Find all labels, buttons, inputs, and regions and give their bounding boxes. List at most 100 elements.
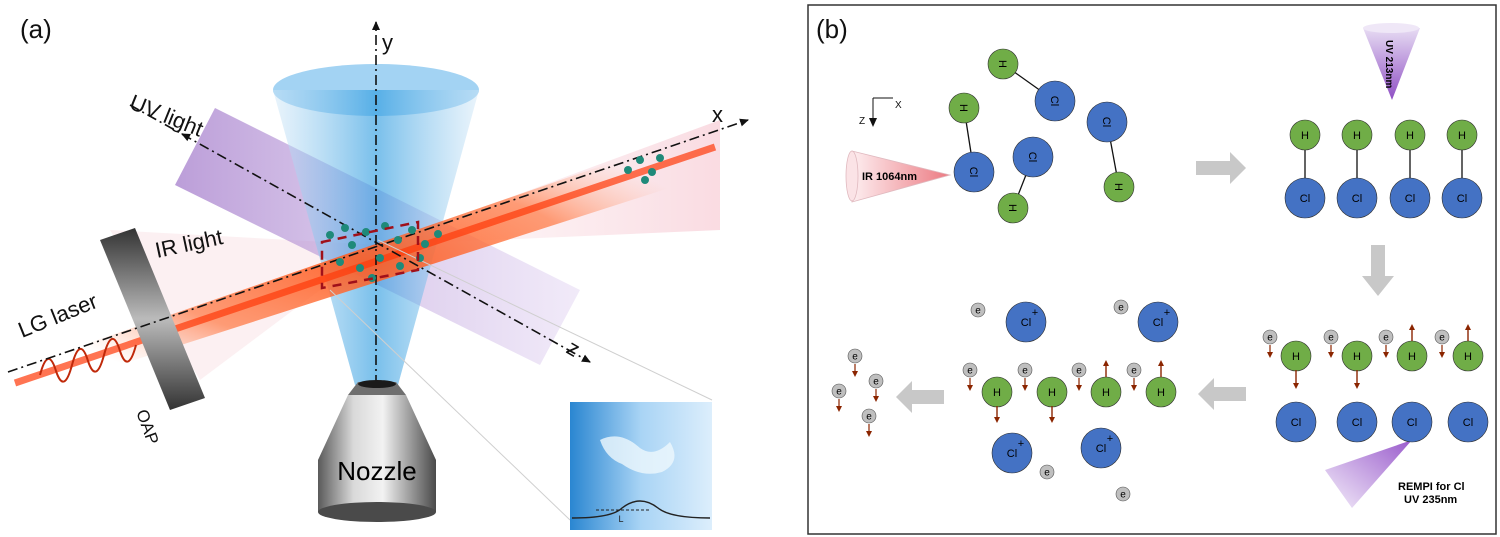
electron-ion-2: e (1017, 362, 1033, 391)
process-arrows (896, 152, 1394, 413)
uv-213-cone (1363, 28, 1420, 100)
electron-free-1-label: e (975, 306, 981, 317)
electron-diss-4-label: e (1439, 333, 1445, 344)
cl-ion-1-label: Cl (1021, 317, 1031, 329)
electron-sep-1: e (847, 348, 863, 377)
cl-atom-diss-2: Cl (1336, 401, 1378, 443)
cl-atom-1a-label: Cl (1048, 96, 1060, 106)
electron-free-2-label: e (1118, 303, 1124, 314)
axis-z-label: z (563, 335, 585, 362)
nozzle-label: Nozzle (337, 456, 416, 486)
electron-sep-3-label: e (873, 377, 879, 388)
uv-213-label: UV 213nm (1383, 40, 1394, 88)
electron-ion-1: e (962, 362, 978, 391)
panel-a-tag: (a) (20, 14, 52, 44)
cl-ion-2-label: Cl (1153, 317, 1163, 329)
arrow-left-2 (896, 381, 944, 413)
h-atom-aligned-1-label: H (1301, 130, 1309, 142)
rempi-cone (1325, 440, 1412, 508)
rempi-label-line2: UV 235nm (1404, 494, 1457, 506)
electron-sep-1-label: e (852, 352, 858, 363)
cl-ion-4: Cl+ (1080, 427, 1122, 469)
cl-atom-aligned-1-label: Cl (1300, 193, 1310, 205)
h-atom-ion-4: H (1145, 376, 1177, 408)
arrow-right (1196, 152, 1246, 184)
rempi-label-line1: REMPI for Cl (1398, 481, 1465, 493)
electron-free-2: e (1113, 299, 1129, 315)
cl-atom-aligned-1: Cl (1284, 177, 1326, 219)
electron-free-1: e (970, 302, 986, 318)
cl-ion-3-charge: + (1018, 438, 1024, 450)
cl-atom-aligned-3: Cl (1389, 177, 1431, 219)
cl-atom-1b: Cl (953, 151, 995, 193)
h-atom-1a-label: H (996, 60, 1008, 68)
inset-guide-bottom (329, 289, 571, 521)
uv-light-label: UV light (126, 89, 207, 141)
panel-a: (a) (5, 14, 749, 530)
cl-atom-aligned-4-label: Cl (1457, 193, 1467, 205)
cl-atom-diss-2-label: Cl (1352, 417, 1362, 429)
panel-b: (b) X Z IR 1064nm UV 213nm REMPI for Cl … (807, 4, 1497, 535)
electron-ion-3-label: e (1076, 366, 1082, 377)
axis-x-label: x (712, 102, 723, 127)
cl-atom-1d-label: Cl (1100, 117, 1112, 127)
h-atom-ion-2-label: H (1048, 387, 1056, 399)
h-atom-aligned-4-label: H (1458, 130, 1466, 142)
laser-core (13, 143, 717, 387)
h-atom-diss-4: H (1452, 340, 1484, 372)
h-atom-ion-1-label: H (993, 387, 1001, 399)
electron-diss-2-label: e (1328, 333, 1334, 344)
h-atom-aligned-1: H (1289, 119, 1321, 151)
arrow-left-1 (1198, 378, 1246, 410)
h-atom-diss-4-label: H (1464, 351, 1472, 363)
molecule-cluster-far (624, 154, 664, 184)
h-atom-1c-label: H (1006, 204, 1018, 212)
cl-ion-3: Cl+ (991, 432, 1033, 474)
molecule-layer: HClHClClHClHHClHClHClHClHCleHCleHCleHCle… (831, 48, 1489, 502)
cl-atom-aligned-3-label: Cl (1405, 193, 1415, 205)
focus-box (320, 220, 420, 290)
h-atom-ion-2: H (1036, 376, 1068, 408)
small-axes: X Z (859, 97, 902, 127)
h-atom-diss-2-label: H (1353, 351, 1361, 363)
electron-sep-3: e (868, 373, 884, 402)
electron-diss-2: e (1323, 329, 1339, 358)
electron-free-3: e (1039, 464, 1055, 480)
h-atom-aligned-2: H (1341, 119, 1373, 151)
h-atom-1a: H (987, 48, 1019, 80)
uv-arrow (181, 133, 191, 142)
electron-sep-2-label: e (836, 387, 842, 398)
electron-ion-1-label: e (967, 366, 973, 377)
cl-atom-1c-label: Cl (1026, 152, 1038, 162)
electron-ion-4-label: e (1131, 366, 1137, 377)
oap-label: OAP (132, 407, 162, 447)
cl-atom-diss-4: Cl (1447, 401, 1489, 443)
electron-diss-3-label: e (1383, 333, 1389, 344)
cl-ion-2: Cl+ (1137, 301, 1179, 343)
h-atom-aligned-3: H (1394, 119, 1426, 151)
cl-atom-1a: Cl (1034, 80, 1076, 122)
h-atom-diss-2: H (1341, 340, 1373, 372)
h-atom-ion-3-label: H (1102, 387, 1110, 399)
h-atom-ion-3: H (1090, 376, 1122, 408)
h-atom-diss-1-label: H (1292, 351, 1300, 363)
small-axis-z-label: Z (859, 116, 865, 127)
electron-diss-1: e (1262, 329, 1278, 358)
small-axis-x-label: X (895, 100, 902, 111)
molecule-cluster-center (326, 222, 442, 282)
h-atom-1d-label: H (1112, 183, 1124, 191)
h-atom-1c: H (997, 192, 1029, 224)
inset-length-label: L (618, 514, 623, 524)
h-atom-aligned-3-label: H (1406, 130, 1414, 142)
h-atom-diss-3-label: H (1408, 351, 1416, 363)
cl-ion-2-charge: + (1164, 307, 1170, 319)
h-atom-ion-1: H (981, 376, 1013, 408)
inset-guide-top (377, 239, 713, 401)
h-atom-diss-3: H (1396, 340, 1428, 372)
cl-atom-diss-4-label: Cl (1463, 417, 1473, 429)
cl-atom-1c: Cl (1012, 136, 1054, 178)
lg-helix (39, 338, 137, 383)
electron-free-4: e (1115, 486, 1131, 502)
electron-ion-2-label: e (1022, 366, 1028, 377)
